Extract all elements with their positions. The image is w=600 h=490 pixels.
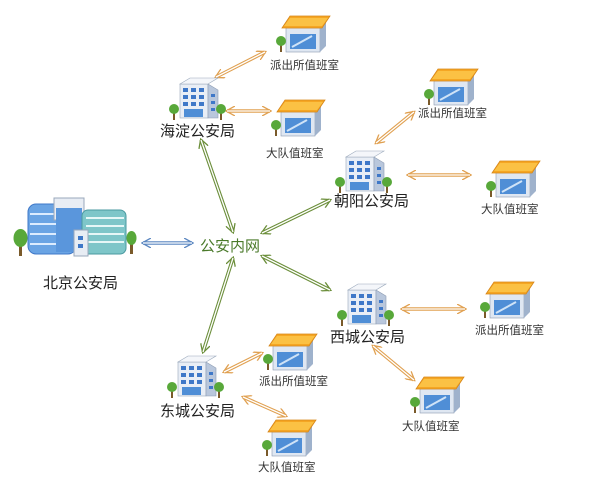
hub-links [201,140,330,352]
branch-label-haidian: 海淀公安局 [160,122,236,140]
station-label: 大队值班室 [402,419,460,433]
branch-label-dongcheng: 东城公安局 [160,402,236,420]
station-label: 派出所值班室 [475,323,544,337]
hub-link-xicheng [262,254,330,292]
office-building-icon [168,77,227,121]
shop-icon [479,281,535,319]
station-links [216,50,470,416]
shop-icon [485,160,541,198]
shop-icon [275,15,331,53]
station-label: 派出所值班室 [270,58,339,72]
office-building-icon [336,283,395,327]
station-label: 派出所值班室 [259,374,328,388]
shop-icon [423,68,479,106]
headquarters-label: 北京公安局 [43,274,119,292]
large-office-building-icon [13,197,137,257]
hub-link-haidian [201,140,233,232]
branch-label-xicheng: 西城公安局 [330,328,406,346]
station-label: 派出所值班室 [418,106,487,120]
hub-link-dongcheng [203,258,233,352]
shop-icon [262,333,318,371]
shop-icon [261,419,317,457]
office-building-icon [166,355,225,399]
hub-link-chaoyang [262,200,330,233]
station-label: 大队值班室 [258,460,316,474]
office-building-icon [334,150,393,194]
branch-label-chaoyang: 朝阳公安局 [334,192,410,210]
hub-label: 公安内网 [200,237,261,255]
station-label: 大队值班室 [266,146,324,160]
shop-icon [409,376,465,414]
station-label: 大队值班室 [481,202,539,216]
shop-icon [270,99,326,137]
